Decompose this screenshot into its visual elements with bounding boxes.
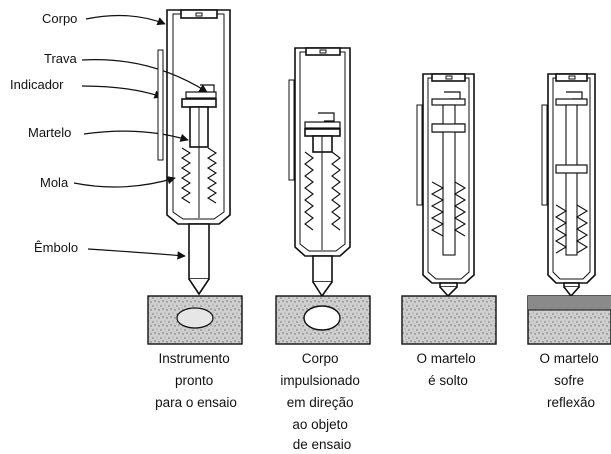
leader-trava [81, 59, 208, 93]
stage-4-spring-left [554, 204, 568, 254]
stage-4-reflection-layer [528, 296, 611, 310]
stage-2-spring-left [304, 151, 314, 231]
stage-1-indicator-rail [157, 49, 164, 161]
label-embolo: Êmbolo [34, 240, 78, 255]
label-indicador: Indicador [10, 77, 64, 92]
stage-3-body [422, 73, 475, 284]
stage-1-hammer [181, 98, 217, 108]
leader-corpo [85, 14, 166, 26]
leader-indicador [81, 85, 163, 99]
stage-3-spring-left [430, 181, 445, 237]
caption-stage-3: O martelo é solto [416, 351, 479, 388]
stage-4-plunger [563, 282, 580, 288]
stage-2-spring-right [331, 151, 341, 231]
stage-captions: Instrumento pronto para o ensaio Corpo i… [155, 351, 602, 452]
leader-embolo [87, 248, 186, 260]
leader-martelo [83, 130, 189, 142]
stage-1-impact-mark [176, 307, 214, 329]
stage-4-indicator-rail [541, 104, 548, 206]
label-trava: Trava [44, 51, 78, 66]
stage-2-indicator-rail [288, 79, 295, 181]
stage-3-instrument [401, 73, 497, 345]
stage-2-plunger [312, 255, 333, 283]
part-labels: Corpo Trava Indicador Martelo Mola Êmbol… [10, 11, 78, 255]
stage-4-hammer [555, 164, 588, 174]
stage-1-spring-left [180, 147, 192, 204]
stage-2-body [294, 47, 351, 257]
stage-3-plunger [439, 282, 458, 288]
caption-stage-2: Corpo impulsionado em direção ao objeto … [280, 351, 363, 452]
stage-1-spring-right [206, 147, 218, 204]
stage-4-spring-right [575, 204, 589, 254]
stage-1-plunger [188, 223, 210, 280]
stage-2-impact-mark [303, 305, 341, 331]
label-martelo: Martelo [28, 125, 71, 140]
leader-arrows [73, 14, 208, 260]
stage-1-body [166, 9, 231, 225]
stage-3-indicator-rail [416, 104, 423, 206]
stage-2-hammer [304, 128, 341, 137]
label-corpo: Corpo [42, 11, 77, 26]
caption-stage-4: O martelo sofre reflexão [539, 351, 602, 410]
caption-stage-1: Instrumento pronto para o ensaio [155, 351, 237, 410]
label-mola: Mola [40, 175, 69, 190]
stage-2-instrument [275, 47, 371, 345]
stage-1-instrument [147, 9, 243, 345]
stage-3-specimen [401, 295, 497, 345]
stage-4-body [547, 73, 596, 284]
leader-mola [73, 176, 176, 188]
stage-3-spring-right [453, 181, 467, 237]
stage-4-instrument [527, 73, 611, 345]
